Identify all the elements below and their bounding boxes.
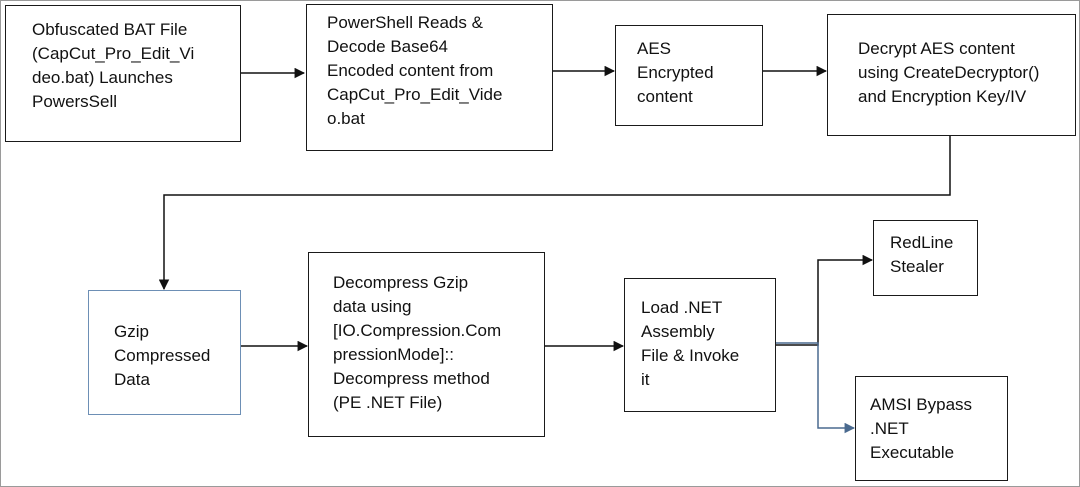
arrow-decrypt-to-gzip xyxy=(158,136,951,291)
bat-file-node: Obfuscated BAT File (CapCut_Pro_Edit_Vi … xyxy=(5,5,241,142)
amsi-label: AMSI Bypass .NET Executable xyxy=(870,395,973,462)
amsi-node: AMSI Bypass .NET Executable xyxy=(855,376,1008,481)
decrypt-node: Decrypt AES content using CreateDecrypto… xyxy=(827,14,1076,136)
redline-node: RedLine Stealer xyxy=(873,220,978,296)
gzip-data-label: Gzip Compressed Data xyxy=(114,322,211,389)
arrow-load-to-amsi xyxy=(776,342,856,434)
load-net-label: Load .NET Assembly File & Invoke it xyxy=(641,298,740,389)
load-net-node: Load .NET Assembly File & Invoke it xyxy=(624,278,776,412)
powershell-label: PowerShell Reads & Decode Base64 Encoded… xyxy=(327,13,503,128)
decompress-node: Decompress Gzip data using [IO.Compressi… xyxy=(308,252,545,437)
aes-content-label: AES Encrypted content xyxy=(637,39,714,106)
powershell-node: PowerShell Reads & Decode Base64 Encoded… xyxy=(306,4,553,151)
redline-label: RedLine Stealer xyxy=(890,233,954,276)
decompress-label: Decompress Gzip data using [IO.Compressi… xyxy=(333,273,502,412)
arrow-load-to-redline xyxy=(776,254,874,346)
bat-file-label: Obfuscated BAT File (CapCut_Pro_Edit_Vi … xyxy=(32,20,195,111)
aes-content-node: AES Encrypted content xyxy=(615,25,763,126)
decrypt-label: Decrypt AES content using CreateDecrypto… xyxy=(858,39,1040,106)
gzip-data-node: Gzip Compressed Data xyxy=(88,290,241,415)
